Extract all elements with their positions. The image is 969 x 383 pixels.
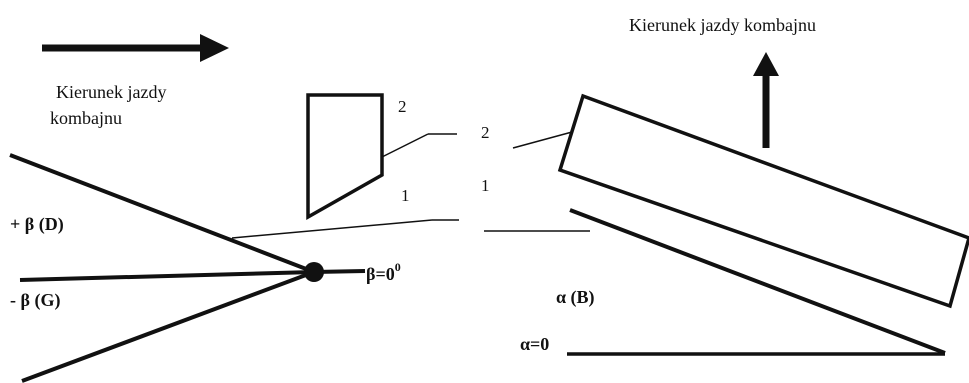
alpha-b-label: α (B) [556, 287, 595, 308]
plus-beta-label: + β (D) [10, 214, 64, 235]
callout-label-1-right: 1 [481, 176, 490, 195]
right-direction-label: Kierunek jazdy kombajnu [629, 15, 816, 35]
callout-line-2-left-a [381, 133, 429, 158]
left-direction-label-line2: kombajnu [50, 108, 122, 128]
alpha-zero-label: α=0 [520, 334, 549, 354]
callout-label-1-left: 1 [401, 186, 410, 205]
inclined-rectangle [557, 93, 969, 309]
callout-line-1-left-a [231, 219, 433, 239]
minus-beta-label: - β (G) [10, 290, 60, 311]
pivot-point [304, 262, 324, 282]
callout-label-2-left: 2 [398, 97, 407, 116]
left-direction-label-line1: Kierunek jazdy [56, 82, 166, 102]
left-direction-arrow [42, 34, 229, 62]
alpha-incline-line [569, 208, 946, 355]
beta-zero-label: β=00 [366, 260, 401, 284]
beta-zero-base: β=0 [366, 264, 395, 284]
beta-zero-superscript: 0 [395, 260, 401, 274]
callout-label-2-right: 2 [481, 123, 490, 142]
cutting-pick-shape [306, 93, 384, 221]
right-direction-arrow [753, 52, 779, 148]
callout-line-2-right [512, 131, 573, 149]
